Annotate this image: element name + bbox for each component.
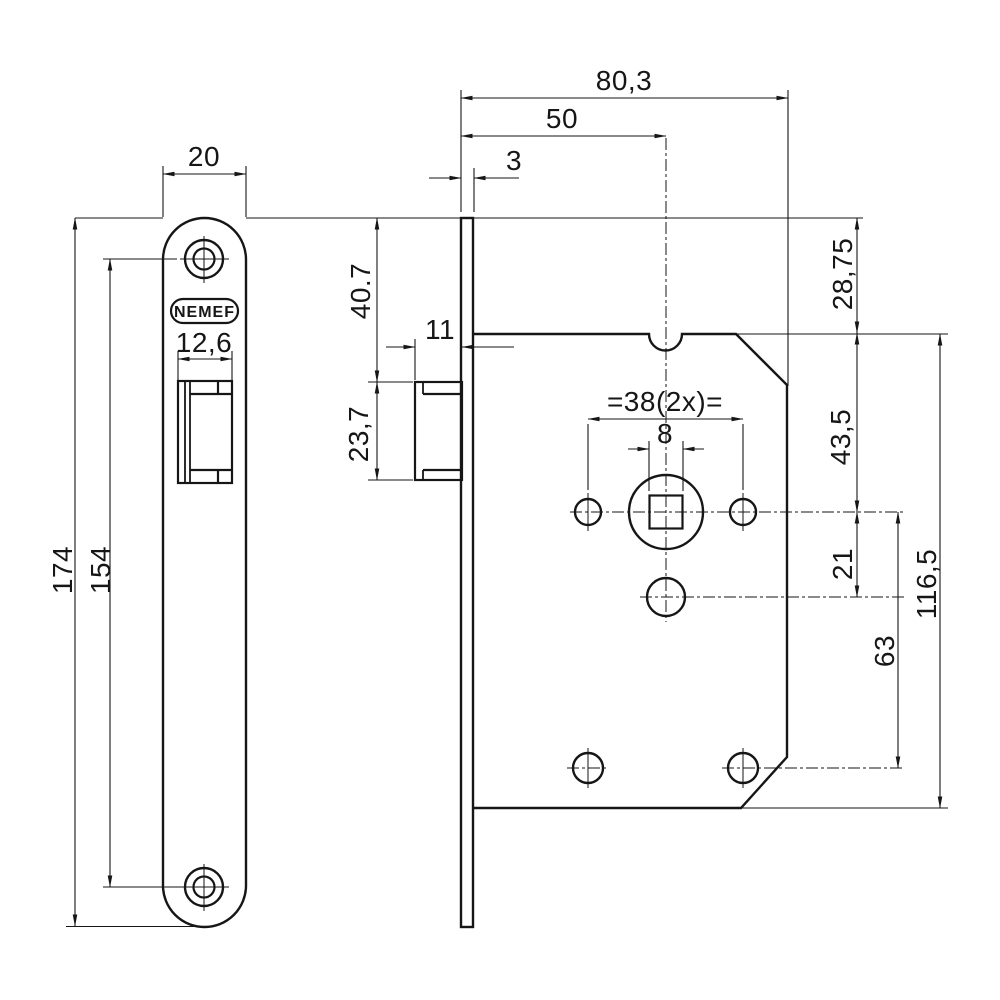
- latch-bolt-front: [176, 379, 234, 485]
- brand-badge-outline: [169, 297, 240, 325]
- dim-label: 20: [188, 141, 220, 172]
- faceplate-outline: [161, 216, 248, 929]
- dim-label: 11: [425, 314, 455, 345]
- dim-case-offset-top: 28,75: [827, 217, 860, 334]
- dim-plate-thickness: 3: [429, 145, 522, 181]
- dim-label: 116,5: [911, 549, 942, 620]
- faceplate-front-view: NEMEF: [161, 216, 248, 929]
- dim-lock-depth: 80,3: [460, 65, 789, 101]
- faceplate-side-profile: [459, 216, 475, 929]
- dim-plate-width: 20: [162, 141, 247, 217]
- dim-backset: 50: [460, 103, 667, 139]
- screw-hole-top: [180, 236, 229, 283]
- follower-hole: [645, 576, 687, 618]
- dim-label: 80,3: [596, 65, 653, 96]
- latch-bolt-side: [413, 380, 464, 482]
- dim-plate-height: 174: [47, 217, 203, 928]
- dim-label: 3: [506, 145, 522, 176]
- brand-label: NEMEF: [174, 304, 235, 321]
- dim-fixing-spacing: =38(2x)=: [587, 386, 744, 490]
- dim-label: 174: [47, 546, 78, 594]
- dim-label: 50: [546, 103, 578, 134]
- dim-latch-projection: 11: [386, 314, 514, 380]
- latch-side-outline: [413, 380, 464, 482]
- spindle-hub: [627, 473, 705, 551]
- dim-label: 154: [85, 546, 116, 594]
- dim-label: 12,6: [176, 327, 233, 358]
- right-view-dimensions: 80,3 50 3 40.7 23,7 11: [343, 65, 948, 809]
- dim-label: 23,7: [343, 406, 374, 463]
- latch-front-outline: [176, 379, 234, 485]
- bottom-fixing-holes: [571, 748, 760, 788]
- dim-screw-spacing: 154: [85, 258, 180, 888]
- dim-label: 43,5: [825, 409, 856, 466]
- spindle-hub-circle: [627, 473, 705, 551]
- dim-follower-offset: 21: [827, 511, 860, 598]
- dim-label: 63: [869, 635, 900, 667]
- dim-label: 21: [827, 548, 858, 580]
- dim-square-size: 8: [628, 418, 704, 491]
- dim-latch-height: 23,7: [343, 381, 413, 481]
- dim-label: 8: [657, 418, 673, 449]
- brand-badge: NEMEF: [169, 297, 240, 325]
- dim-case-height: 116,5: [911, 333, 943, 809]
- left-view-dimensions: 20 174 154 12,6: [47, 141, 863, 928]
- dim-latch-width: 12,6: [176, 327, 233, 380]
- spindle-square-hole: [648, 494, 684, 530]
- screw-hole-bottom: [180, 864, 229, 911]
- follower-hole-circle: [645, 576, 687, 618]
- dim-label: =38(2x)=: [607, 386, 723, 417]
- dim-label: 28,75: [827, 238, 858, 311]
- dim-label: 40.7: [345, 263, 376, 320]
- dim-spindle-offset: 43,5: [825, 332, 860, 513]
- dim-bottom-holes-offset: 63: [869, 511, 901, 769]
- dim-latch-offset-top: 40.7: [345, 217, 380, 383]
- fixing-holes: [573, 493, 758, 531]
